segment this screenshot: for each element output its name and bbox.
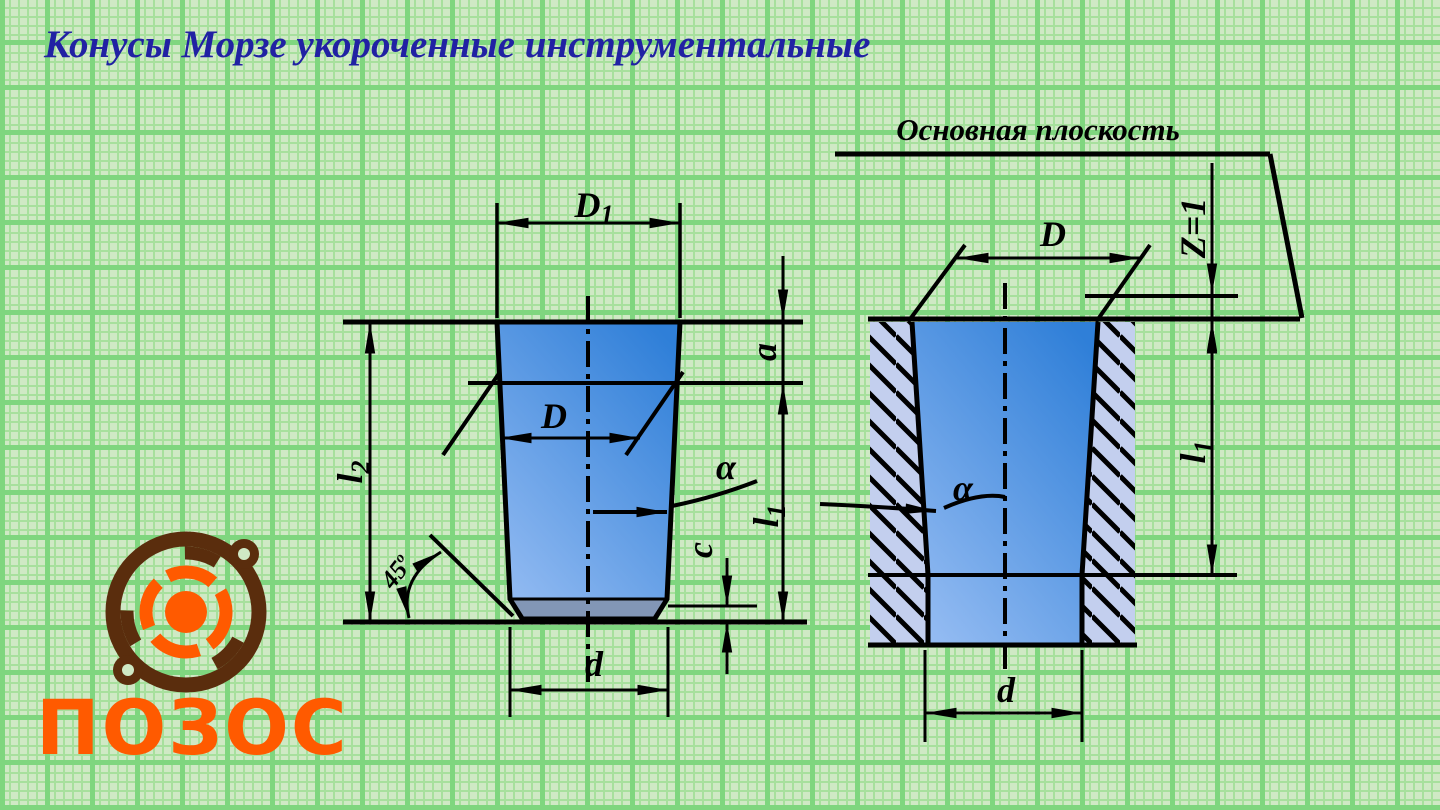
socket-wall-left (870, 322, 928, 645)
label-D1: D1 (574, 185, 614, 229)
chamfer-45-arc (396, 550, 442, 619)
basic-plane-diagonal (1267, 153, 1305, 319)
label-alpha-right: α (953, 468, 974, 508)
cone-chamfer-band (508, 597, 669, 620)
logo-center-disc (165, 591, 207, 633)
label-d-left: d (585, 644, 604, 684)
logo-wordmark: ПОЗОС (36, 683, 349, 772)
label-Z: Z=1 (1173, 198, 1213, 260)
label-l1-right: l1 (1173, 440, 1218, 463)
label-l1-left: l1 (746, 504, 791, 527)
logo-emblem (105, 531, 267, 693)
label-a: a (744, 343, 784, 361)
page-title: Конусы Морзе укороченные инструментальны… (44, 23, 871, 66)
left-figure-taper-plug (343, 203, 807, 717)
basic-plane-label: Основная плоскость (896, 112, 1180, 147)
label-alpha-left: α (716, 447, 737, 487)
logo-inner-ring (139, 565, 233, 659)
logo-outer-ring (105, 531, 267, 693)
label-d-right: d (997, 670, 1016, 710)
logo-ring-notches (120, 546, 252, 678)
right-figure-socket (819, 151, 1305, 742)
label-c: c (680, 542, 720, 558)
alpha-leader-right (819, 502, 937, 514)
label-45-deg: 45о (374, 550, 418, 595)
label-D-right: D (1039, 214, 1066, 254)
chamfer-45-leader (428, 533, 515, 618)
label-l2: l2 (330, 460, 375, 483)
label-D-left: D (540, 396, 567, 436)
